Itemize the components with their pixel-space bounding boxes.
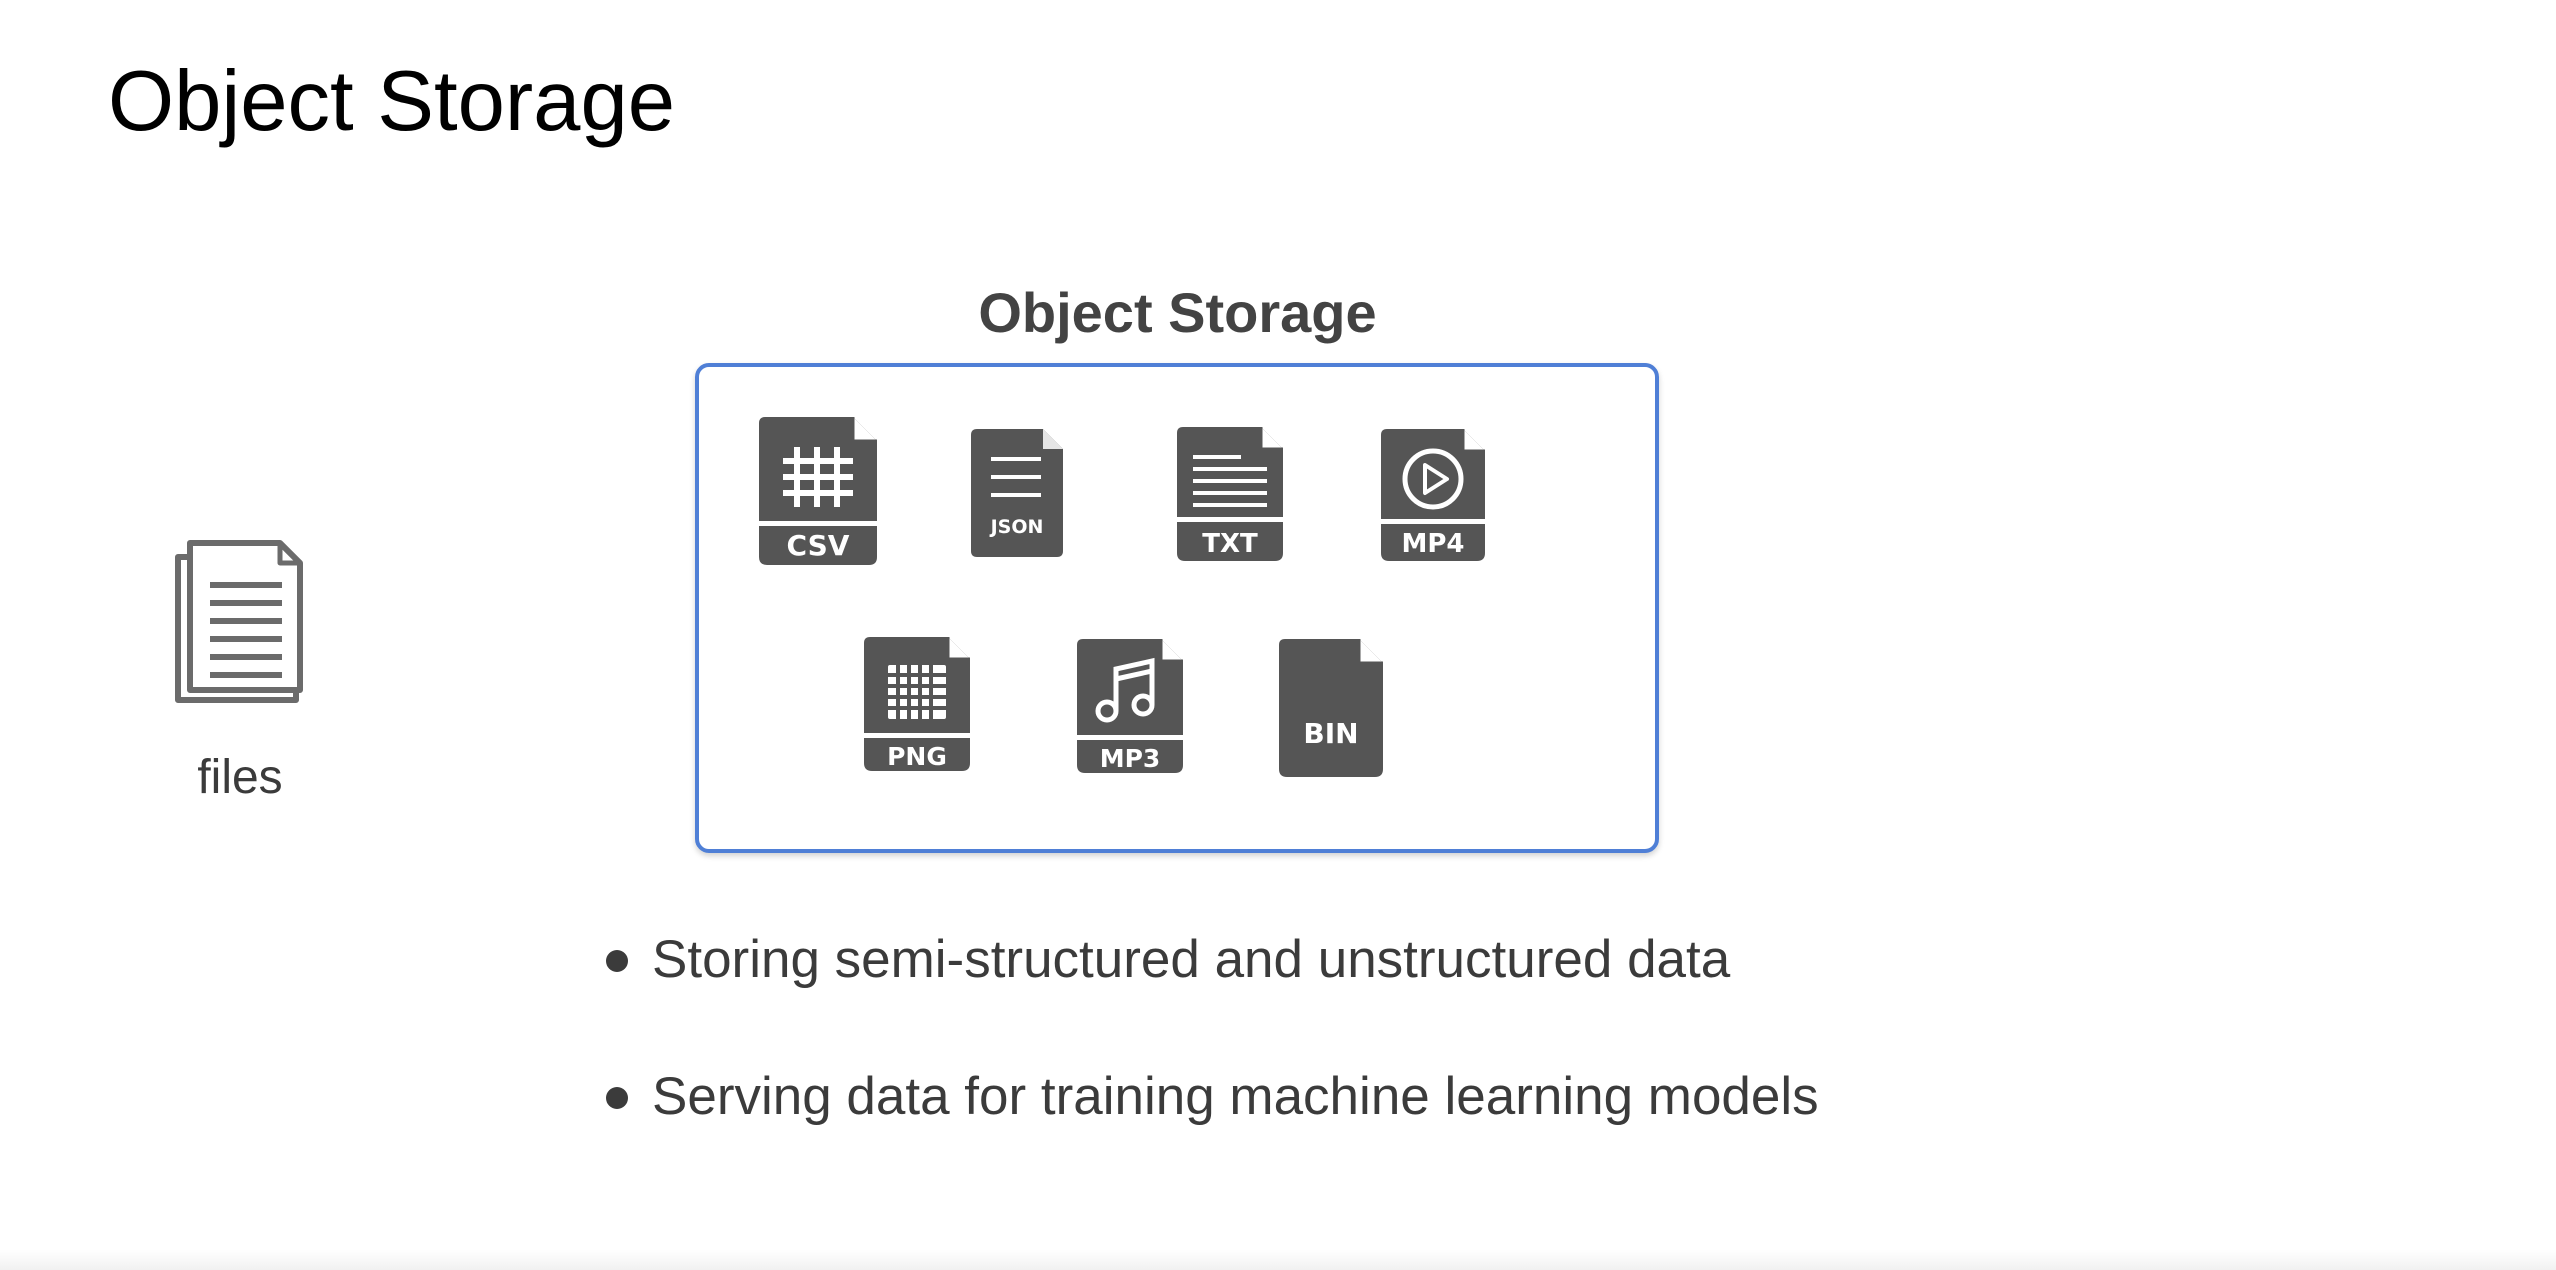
object-storage-box: CSV JSON <box>695 363 1659 853</box>
json-caption: JSON <box>989 516 1044 538</box>
mp4-caption: MP4 <box>1401 529 1464 559</box>
bullet-dot-icon <box>606 950 628 972</box>
png-caption: PNG <box>887 742 947 771</box>
bullet-item: Serving data for training machine learni… <box>600 1057 1819 1194</box>
bullet-item: Storing semi-structured and unstructured… <box>600 920 1819 1057</box>
txt-file-icon: TXT <box>1177 427 1283 561</box>
bullet-list: Storing semi-structured and unstructured… <box>600 920 1819 1194</box>
bullet-text: Storing semi-structured and unstructured… <box>652 930 1731 989</box>
mp3-file-icon: MP3 <box>1077 639 1183 773</box>
bin-file-icon: BIN <box>1279 639 1383 777</box>
csv-caption: CSV <box>787 529 850 562</box>
txt-caption: TXT <box>1202 529 1258 559</box>
csv-file-icon: CSV <box>759 417 877 565</box>
bottom-strip <box>0 1250 2556 1270</box>
json-file-icon: JSON <box>971 429 1063 557</box>
mp4-file-icon: MP4 <box>1381 429 1485 561</box>
bullet-dot-icon <box>606 1087 628 1109</box>
slide-title: Object Storage <box>108 54 675 149</box>
files-icon <box>168 535 308 710</box>
storage-box-title: Object Storage <box>978 281 1377 344</box>
files-label: files <box>197 751 283 804</box>
files-source: files <box>160 535 320 815</box>
png-file-icon: PNG <box>864 637 970 771</box>
bin-caption: BIN <box>1303 717 1358 750</box>
bullet-text: Serving data for training machine learni… <box>652 1067 1819 1126</box>
mp3-caption: MP3 <box>1100 744 1161 773</box>
